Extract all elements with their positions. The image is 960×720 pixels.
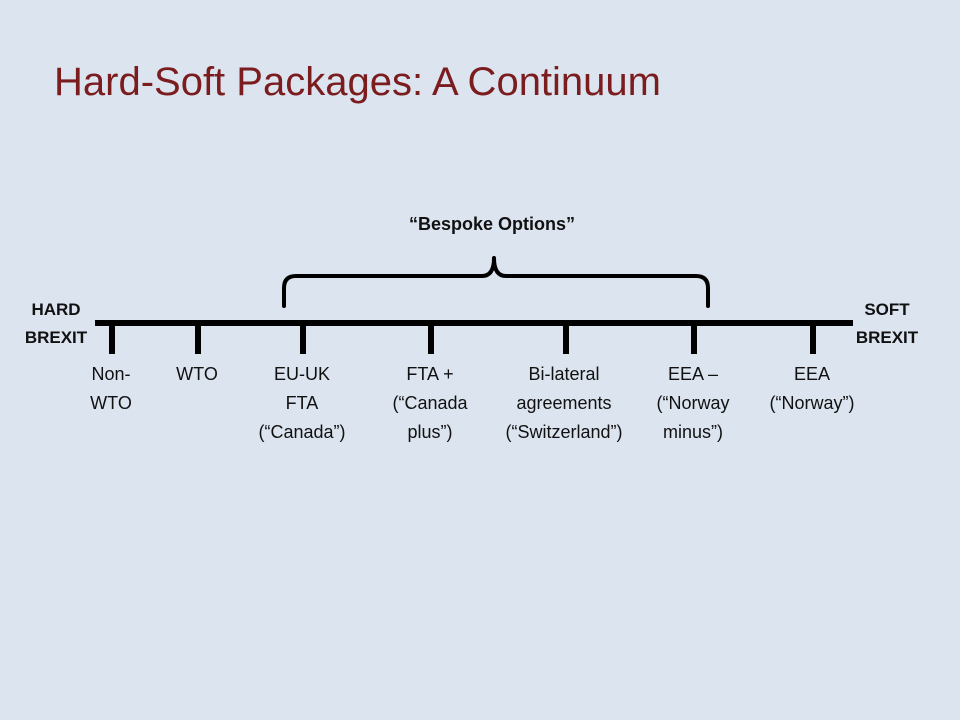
soft-brexit-line1: SOFT (864, 300, 910, 319)
soft-brexit-line2: BREXIT (855, 328, 919, 347)
option-line: WTO (90, 393, 132, 413)
slide-title: Hard-Soft Packages: A Continuum (54, 60, 661, 104)
option-line: minus”) (662, 422, 723, 442)
option-line: (“Canada (392, 393, 468, 413)
hard-brexit-label: HARD BREXIT (14, 296, 98, 352)
option-wto: WTO (162, 360, 232, 389)
option-line: (“Norway”) (769, 393, 855, 413)
option-bilateral: Bi-lateral agreements (“Switzerland”) (486, 360, 642, 447)
hard-brexit-line2: BREXIT (24, 328, 88, 347)
option-line: (“Switzerland”) (505, 422, 623, 442)
option-line: EEA (793, 364, 831, 384)
option-non-wto: Non- WTO (71, 360, 151, 418)
option-eu-uk-fta: EU-UK FTA (“Canada”) (241, 360, 363, 447)
hard-brexit-line1: HARD (31, 300, 81, 319)
bespoke-options-label: “Bespoke Options” (408, 214, 576, 234)
option-line: agreements (516, 393, 612, 413)
option-line: Non- (91, 364, 131, 384)
option-line: FTA + (406, 364, 454, 384)
bespoke-bracket (282, 256, 710, 308)
option-line: FTA (285, 393, 319, 413)
option-line: Bi-lateral (528, 364, 600, 384)
option-eea: EEA (“Norway”) (752, 360, 872, 418)
option-line: WTO (176, 364, 218, 384)
soft-brexit-label: SOFT BREXIT (846, 296, 928, 352)
option-line: EU-UK (273, 364, 330, 384)
option-line: EEA – (667, 364, 719, 384)
option-line: (“Norway (656, 393, 730, 413)
option-line: (“Canada”) (258, 422, 346, 442)
option-eea-minus: EEA – (“Norway minus”) (640, 360, 746, 447)
option-fta-plus: FTA + (“Canada plus”) (374, 360, 486, 447)
option-line: plus”) (407, 422, 453, 442)
